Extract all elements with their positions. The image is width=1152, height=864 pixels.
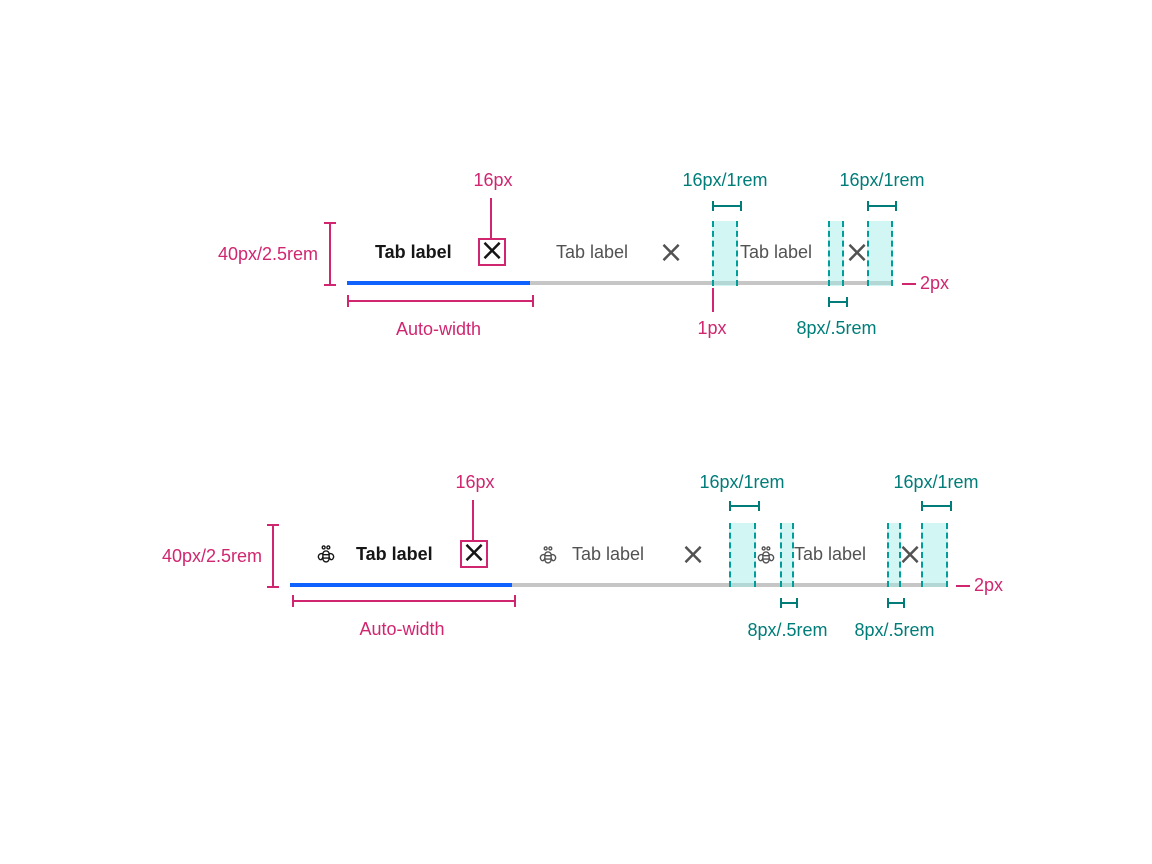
tab-label-unselected: Tab label	[740, 242, 813, 262]
tab-label-unselected: Tab label	[794, 544, 867, 564]
underline-thickness-label: 2px	[920, 273, 950, 293]
underline-leader-dash	[956, 585, 970, 587]
spacing-highlight-8px	[887, 523, 901, 587]
auto-width-bracket	[292, 595, 516, 607]
spacing-highlight-8px	[780, 523, 794, 587]
close-icon: ×	[479, 233, 505, 268]
spacing-highlight-16px	[867, 221, 893, 286]
inner-gap-label: 8px/.5rem	[854, 620, 935, 640]
selected-tab-underline	[290, 583, 512, 587]
close-icon: ×	[680, 537, 706, 572]
auto-width-label: Auto-width	[395, 319, 482, 339]
gap-bracket	[828, 297, 848, 307]
close-size-highlight-box: ×	[460, 535, 488, 570]
auto-width-label: Auto-width	[359, 619, 445, 639]
close-icon: ×	[844, 235, 870, 270]
spacing-highlight-16px	[921, 523, 948, 587]
close-size-label: 16px	[455, 472, 495, 492]
underline-leader-dash	[902, 283, 916, 285]
gap-bracket	[712, 201, 742, 211]
outer-gap-label: 16px/1rem	[893, 472, 979, 492]
tab-label-selected: Tab label	[375, 242, 452, 262]
height-bracket	[267, 524, 279, 588]
close-icon: ×	[897, 537, 923, 572]
tab-label-unselected: Tab label	[572, 544, 645, 564]
close-size-highlight-box: ×	[478, 233, 506, 268]
bee-icon	[755, 545, 777, 567]
auto-width-bracket	[347, 295, 534, 307]
gap-bracket	[780, 598, 798, 608]
tab-label-selected: Tab label	[356, 544, 433, 564]
inner-gap-label: 8px/.5rem	[747, 620, 828, 640]
tab-height-label: 40px/2.5rem	[161, 546, 262, 566]
selected-tab-underline	[347, 281, 530, 285]
spacing-highlight-16px	[729, 523, 756, 587]
tab-height-label: 40px/2.5rem	[217, 244, 318, 264]
spacing-highlight-16px	[712, 221, 738, 286]
divider-leader-line	[712, 288, 714, 312]
close-icon: ×	[461, 535, 487, 570]
inner-gap-label: 8px/.5rem	[796, 318, 877, 338]
bee-icon	[315, 544, 337, 566]
close-icon: ×	[658, 235, 684, 270]
gap-bracket	[887, 598, 905, 608]
gap-bracket	[921, 501, 952, 511]
outer-gap-label: 16px/1rem	[839, 170, 925, 190]
leader-line	[490, 198, 492, 238]
leader-line	[472, 500, 474, 541]
outer-gap-label: 16px/1rem	[699, 472, 785, 492]
divider-label: 1px	[697, 318, 727, 338]
spacing-highlight-8px	[828, 221, 844, 286]
close-size-label: 16px	[473, 170, 513, 190]
unselected-tab-underline	[530, 281, 893, 285]
tab-label-unselected: Tab label	[556, 242, 629, 262]
gap-bracket	[867, 201, 897, 211]
outer-gap-label: 16px/1rem	[682, 170, 768, 190]
underline-thickness-label: 2px	[974, 575, 1004, 595]
bee-icon	[537, 545, 559, 567]
height-bracket	[324, 222, 336, 286]
gap-bracket	[729, 501, 760, 511]
